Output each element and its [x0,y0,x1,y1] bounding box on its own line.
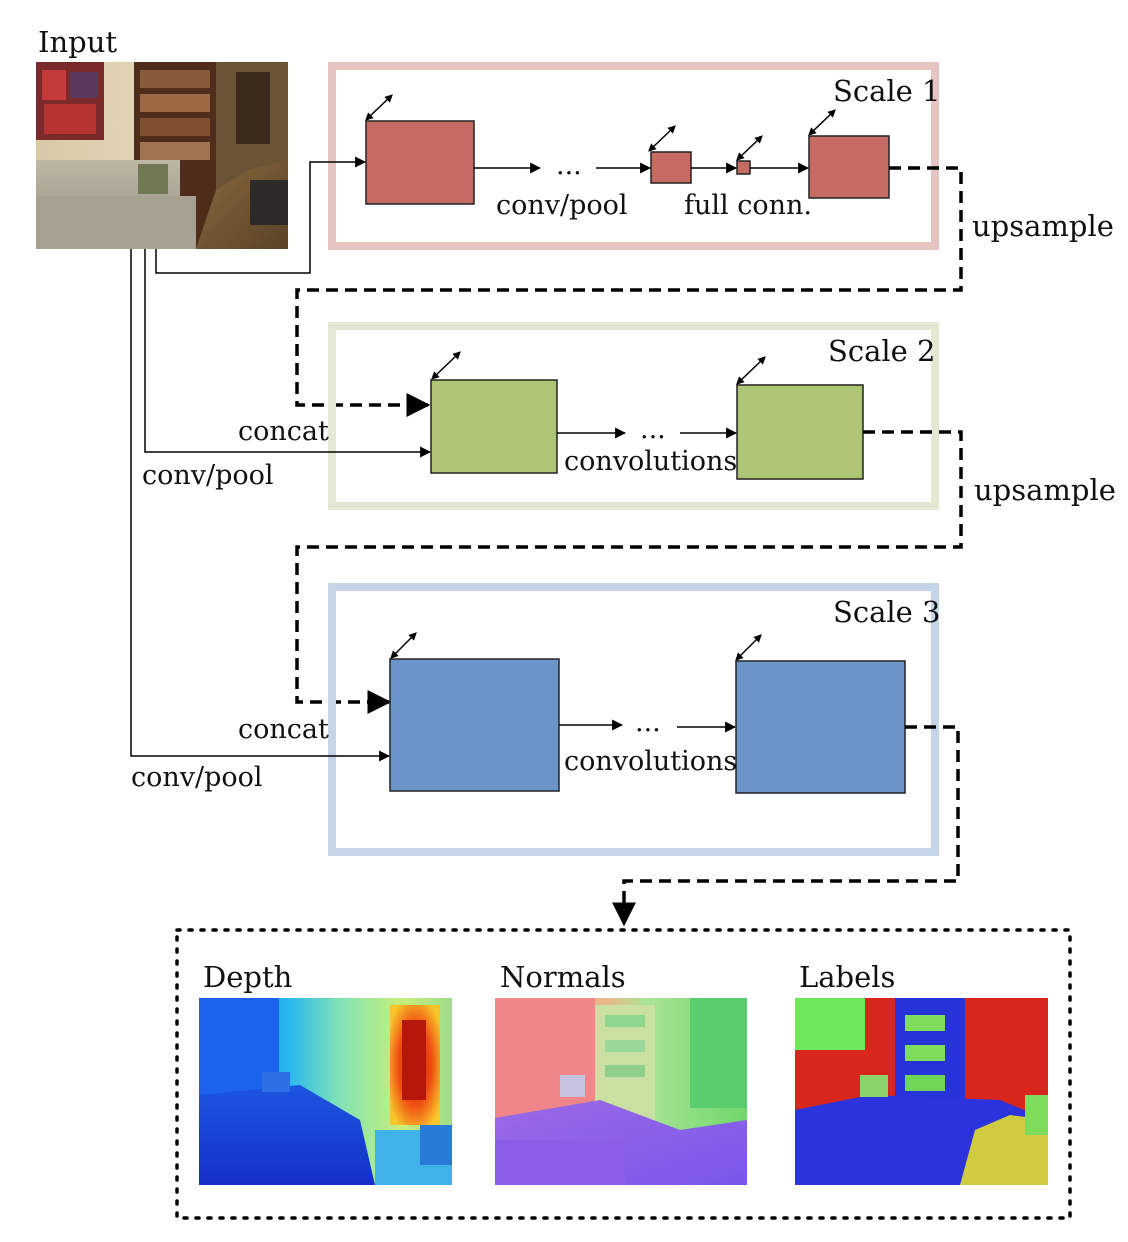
ellipsis-label: ... [640,414,666,445]
convolutions-label-scale2: convolutions [564,446,737,477]
input-to-scale2-arrow [144,249,432,458]
resize-icon [390,632,417,659]
resize-icon [648,125,676,152]
upsample-label-1: upsample [972,209,1114,243]
labels-map-image [795,998,1048,1185]
scale2-block-2 [736,384,864,480]
output-depth-label: Depth [203,960,292,994]
scale1-block-4 [808,135,890,199]
input-to-scale1-arrow [155,156,367,274]
convolutions-label-scale3: convolutions [564,746,737,777]
output-labels-label: Labels [799,960,895,994]
input-label: Input [38,25,117,59]
scale1-frame [328,62,939,250]
ellipsis-label: ... [556,150,582,181]
concat-label-scale3: concat [238,714,329,745]
scale3-frame [328,583,939,856]
ellipsis-label: ... [635,707,661,738]
outputs-frame [175,928,1072,1220]
full-conn-label: full conn. [684,190,812,221]
input-to-scale3-arrow [130,249,391,762]
scale1-title: Scale 1 [833,74,941,108]
input-image [36,62,288,249]
scale2-frame [328,322,939,510]
upsample-label-2: upsample [974,473,1116,507]
resize-icon [808,109,836,136]
concat-label-scale2: concat [238,416,329,447]
scale2-title: Scale 2 [828,334,936,368]
normals-map-image [495,998,747,1185]
scale3-block-1 [389,658,560,792]
depth-map-image [199,998,452,1185]
resize-icon [736,135,763,161]
conv-pool-label-scale1: conv/pool [496,190,628,221]
conv-pool-label-scale2: conv/pool [142,460,274,491]
resize-icon [735,634,762,661]
conv-pool-label-scale3: conv/pool [131,762,263,793]
resize-icon [736,356,766,385]
upsample-1-connector [295,166,963,417]
scale1-block-3 [736,160,751,175]
scale3-title: Scale 3 [833,595,941,629]
scale2-block-1 [430,379,558,474]
scale3-to-output-connector [612,725,960,927]
scale1-block-1 [365,120,475,205]
scale3-block-2 [735,660,906,794]
resize-icon [431,351,461,380]
scale1-block-2 [650,151,692,184]
output-normals-label: Normals [500,960,626,994]
upsample-2-connector [295,430,963,714]
resize-icon [365,94,393,121]
